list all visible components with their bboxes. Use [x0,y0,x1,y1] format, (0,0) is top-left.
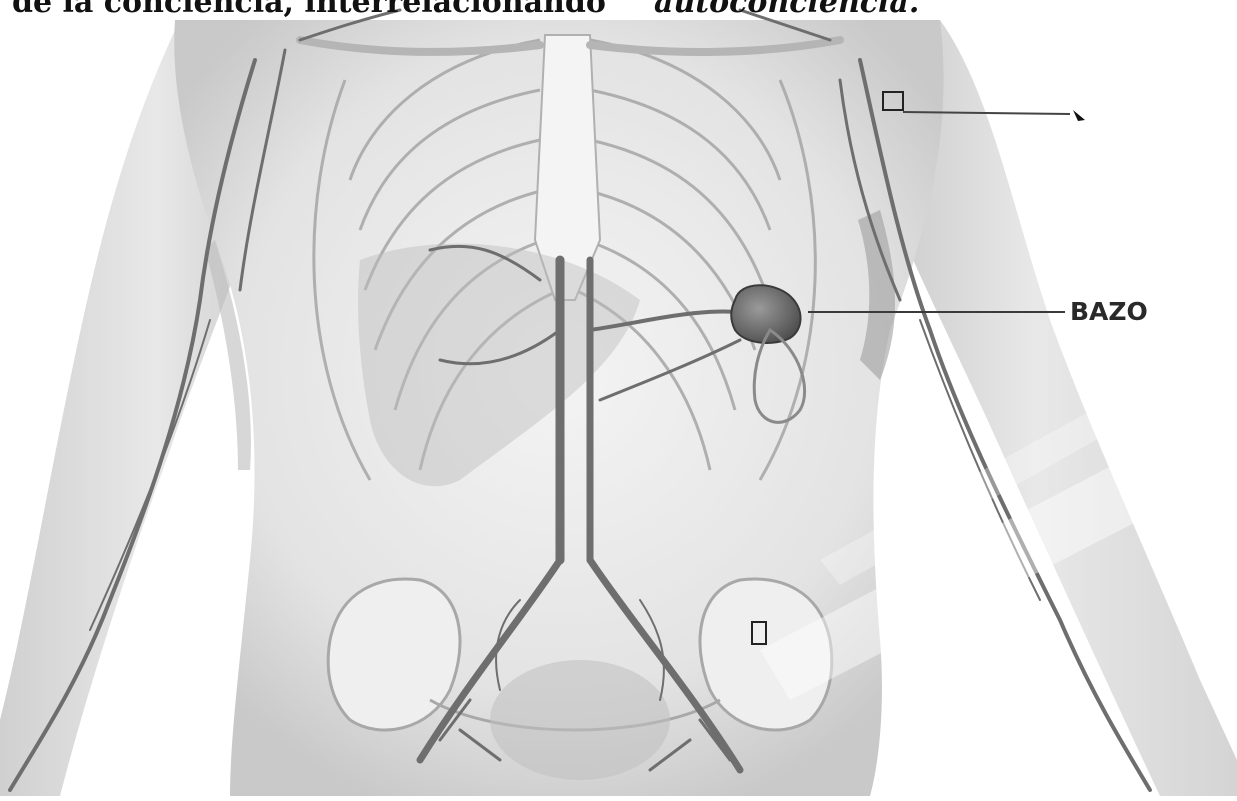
header-text: de la conciencia, interrelacionando auto… [12,0,1212,20]
spleen-label: BAZO [1070,297,1148,326]
header-line-left: de la conciencia, interrelacionando [12,0,606,20]
header-line-right: autoconciencia. [654,0,919,20]
